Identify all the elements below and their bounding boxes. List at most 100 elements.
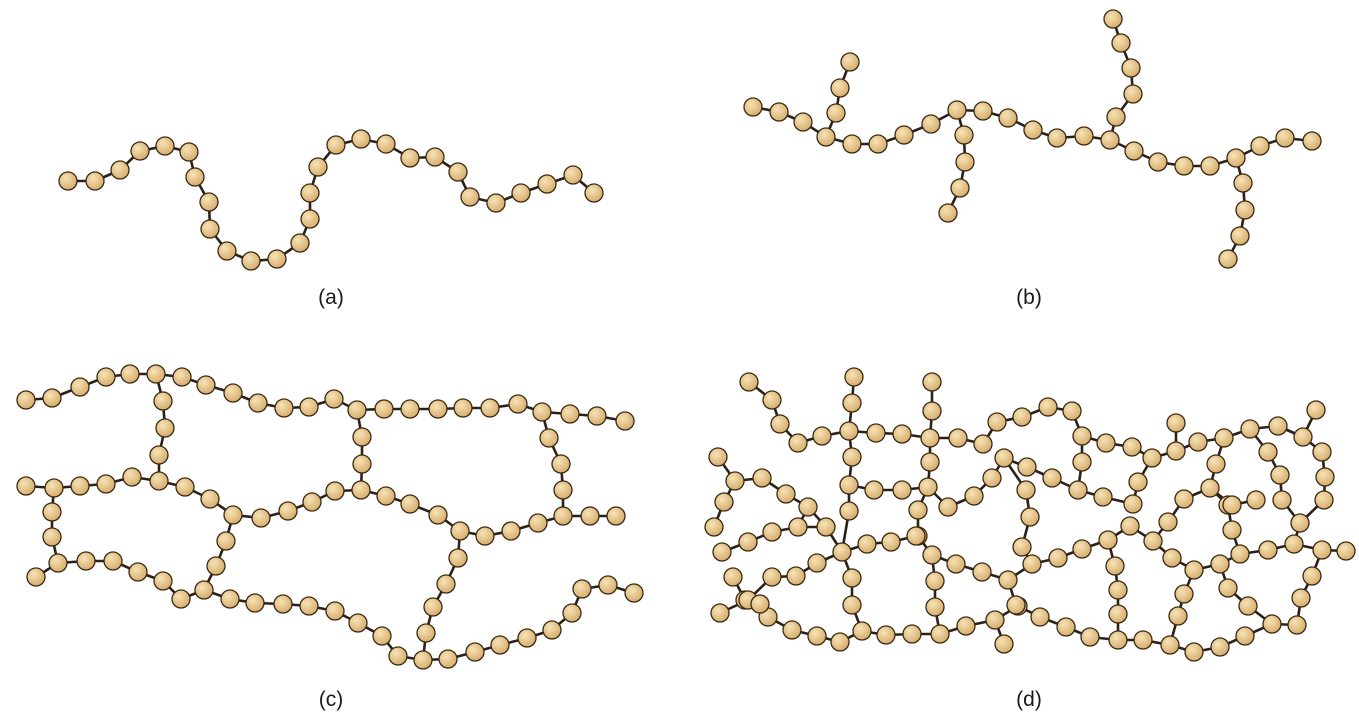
monomer-bead	[987, 412, 1007, 432]
monomer-bead	[1315, 467, 1335, 487]
monomer-bead	[1056, 617, 1076, 637]
monomer-bead	[172, 367, 192, 387]
monomer-bead	[788, 517, 808, 537]
monomer-bead	[812, 426, 832, 446]
monomer-bead	[876, 625, 896, 645]
monomer-bead	[70, 476, 90, 496]
monomer-bead	[1017, 457, 1037, 477]
monomer-bead	[42, 388, 62, 408]
monomer-bead	[906, 526, 926, 546]
monomer-bead	[842, 393, 862, 413]
monomer-bead	[925, 597, 945, 617]
monomer-bead	[762, 567, 782, 587]
monomer-bead	[1121, 58, 1141, 78]
monomer-bead	[1206, 454, 1226, 474]
monomer-bead	[1168, 606, 1188, 626]
monomer-bead	[807, 626, 827, 646]
monomer-bead	[1174, 156, 1194, 176]
monomer-bead	[769, 102, 789, 122]
monomer-bead	[844, 367, 864, 387]
monomer-bead	[826, 103, 846, 123]
monomer-bead	[864, 480, 884, 500]
monomer-bead	[762, 522, 782, 542]
monomer-bead	[299, 596, 319, 616]
monomer-bead	[1184, 560, 1204, 580]
monomer-bead	[925, 571, 945, 591]
monomer-bead	[425, 147, 445, 167]
monomer-bead	[537, 174, 557, 194]
monomer-bead	[892, 424, 912, 444]
monomer-bead	[490, 635, 510, 655]
monomer-bead	[881, 532, 901, 552]
monomer-bead	[973, 101, 993, 121]
monomer-bead	[438, 649, 458, 669]
monomer-bead	[200, 489, 220, 509]
monomer-bead	[842, 568, 862, 588]
monomer-bead	[194, 580, 214, 600]
monomer-bead	[508, 394, 528, 414]
monomer-bead	[153, 571, 173, 591]
monomer-bead	[1336, 541, 1356, 561]
monomer-bead	[1030, 607, 1050, 627]
monomer-bead	[96, 474, 116, 494]
monomer-bead	[1100, 130, 1120, 150]
monomer-bead	[832, 542, 852, 562]
monomer-bead	[1235, 626, 1255, 646]
monomer-bead	[374, 399, 394, 419]
monomer-bead	[528, 513, 548, 533]
monomer-bead	[347, 400, 367, 420]
panel-b-caption: (b)	[1016, 286, 1042, 309]
monomer-bead	[216, 531, 236, 551]
monomer-bead	[300, 183, 320, 203]
monomer-bead	[376, 486, 396, 506]
monomer-bead	[1142, 448, 1162, 468]
monomer-bead	[866, 423, 886, 443]
monomer-bead	[938, 497, 958, 517]
monomer-bead	[762, 390, 782, 410]
monomer-bead	[1093, 487, 1113, 507]
monomer-bead	[739, 372, 759, 392]
monomer-bead	[994, 634, 1014, 654]
monomer-bead	[400, 148, 420, 168]
monomer-bead	[1166, 413, 1186, 433]
monomer-bead	[351, 129, 371, 149]
monomer-bead	[1200, 478, 1220, 498]
monomer-bead	[752, 468, 772, 488]
monomer-bead	[16, 390, 36, 410]
monomer-bead	[1314, 490, 1334, 510]
monomer-bead	[376, 134, 396, 154]
monomer-bead	[486, 193, 506, 213]
monomer-bead	[58, 171, 78, 191]
monomer-bead	[542, 620, 562, 640]
monomer-bead	[1074, 126, 1094, 146]
monomer-bead	[868, 134, 888, 154]
monomer-bead	[196, 375, 216, 395]
monomer-bead	[130, 141, 150, 161]
monomer-bead	[460, 187, 480, 207]
monomer-bead	[1022, 554, 1042, 574]
monomer-bead	[776, 484, 796, 504]
monomer-bead	[572, 579, 592, 599]
monomer-bead	[994, 448, 1014, 468]
monomer-bead	[1128, 472, 1148, 492]
monomer-bead	[245, 593, 265, 613]
monomer-bead	[1184, 642, 1204, 662]
monomer-bead	[738, 532, 758, 552]
monomer-bead	[1284, 534, 1304, 554]
monomer-bead	[956, 616, 976, 636]
monomer-bead	[587, 406, 607, 426]
monomer-bead	[1275, 128, 1295, 148]
monomer-bead	[1302, 566, 1322, 586]
monomer-bead	[241, 251, 261, 271]
monomer-bead	[223, 383, 243, 403]
monomer-bead	[155, 136, 175, 156]
monomer-bead	[450, 521, 470, 541]
monomer-bead	[1143, 531, 1163, 551]
monomer-bead	[563, 165, 583, 185]
monomer-bead	[517, 628, 537, 648]
monomer-bead	[712, 542, 732, 562]
monomer-bead	[938, 203, 958, 223]
monomer-bead	[1098, 530, 1118, 550]
monomer-bead	[1023, 120, 1043, 140]
